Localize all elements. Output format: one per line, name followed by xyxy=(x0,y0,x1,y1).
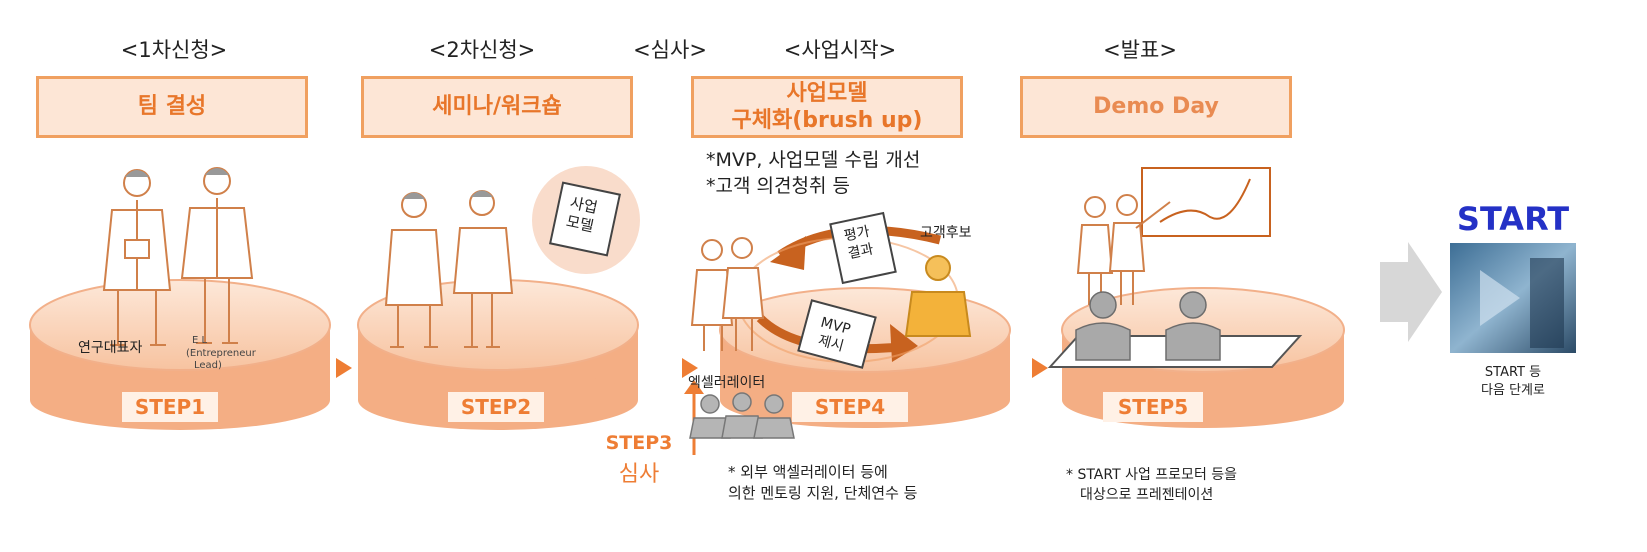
start-caption: START 등 다음 단계로 xyxy=(1438,364,1588,400)
arrow-step2-3 xyxy=(682,358,698,378)
step2-label: STEP2 xyxy=(448,392,544,422)
el-figure-2 xyxy=(452,190,514,348)
box-business-model-line2: 구체화(brush up) xyxy=(731,108,923,133)
researcher-figure xyxy=(102,169,172,346)
step4-note: * 외부 액셀러레이터 등에 의한 멘토링 지원, 단체연수 등 xyxy=(728,462,917,504)
step3-label: STEP3 xyxy=(605,432,673,454)
start-caption-line2: 다음 단계로 xyxy=(1481,383,1545,399)
box-seminar-workshop: 세미나/워크숍 xyxy=(361,76,633,138)
step4-team-figures xyxy=(690,237,765,351)
step4-label: STEP4 xyxy=(792,392,908,422)
phase-review: <심사> xyxy=(633,38,707,62)
el-lead-label: Lead) xyxy=(194,360,222,371)
step1-label: STEP1 xyxy=(122,392,218,422)
arrow-step1-2 xyxy=(336,358,352,378)
step4-note-line1: * 외부 액셀러레이터 등에 xyxy=(728,463,888,481)
presenter-figures xyxy=(1076,194,1171,305)
step5-note-line1: * START 사업 프로모터 등을 xyxy=(1066,467,1238,483)
el-label: E L xyxy=(192,335,208,346)
start-title: START xyxy=(1456,200,1570,238)
step4-bullet-1: *MVP, 사업모델 수립 개선 xyxy=(706,149,921,171)
big-grey-arrow xyxy=(1380,242,1442,342)
arrow-step4-5 xyxy=(1032,358,1048,378)
audience-figures xyxy=(1075,291,1221,361)
box-demo-day: Demo Day xyxy=(1020,76,1292,138)
box-business-model-line1: 사업모델 xyxy=(786,80,868,106)
step5-note-line2: 대상으로 프레젠테이션 xyxy=(1080,486,1214,503)
step4-note-line2: 의한 멘토링 지원, 단체연수 등 xyxy=(728,484,918,502)
el-full-label: (Entrepreneur xyxy=(186,348,256,359)
accelerator-label: 엑셀러레이터 xyxy=(688,375,766,391)
step3-sublabel: 심사 xyxy=(618,462,660,487)
eval-card xyxy=(829,211,897,285)
phase-1st-application: <1차신청> xyxy=(120,38,228,62)
business-model-card xyxy=(549,181,621,257)
accelerator-figures xyxy=(689,392,795,439)
customer-figure xyxy=(904,255,972,337)
box-business-model: 사업모델 구체화(brush up) xyxy=(691,76,963,138)
researcher-figure-2 xyxy=(384,192,444,348)
step5-note: * START 사업 프로모터 등을 대상으로 프레젠테이션 xyxy=(1066,466,1237,505)
phase-2nd-application: <2차신청> xyxy=(428,38,536,62)
presentation-screen xyxy=(1141,167,1271,237)
step4-bullet-2: *고객 의견청취 등 xyxy=(706,175,850,197)
phase-announcement: <발표> xyxy=(1103,38,1177,62)
start-caption-line1: START 등 xyxy=(1484,365,1542,380)
step5-label: STEP5 xyxy=(1103,392,1203,422)
phase-business-start: <사업시작> xyxy=(783,38,897,62)
box-team-building: 팀 결성 xyxy=(36,76,308,138)
mvp-card xyxy=(797,299,877,369)
researcher-label: 연구대표자 xyxy=(78,340,143,356)
customer-label: 고객후보 xyxy=(920,225,972,241)
el-figure xyxy=(180,167,254,344)
screen-chart xyxy=(1159,178,1251,223)
